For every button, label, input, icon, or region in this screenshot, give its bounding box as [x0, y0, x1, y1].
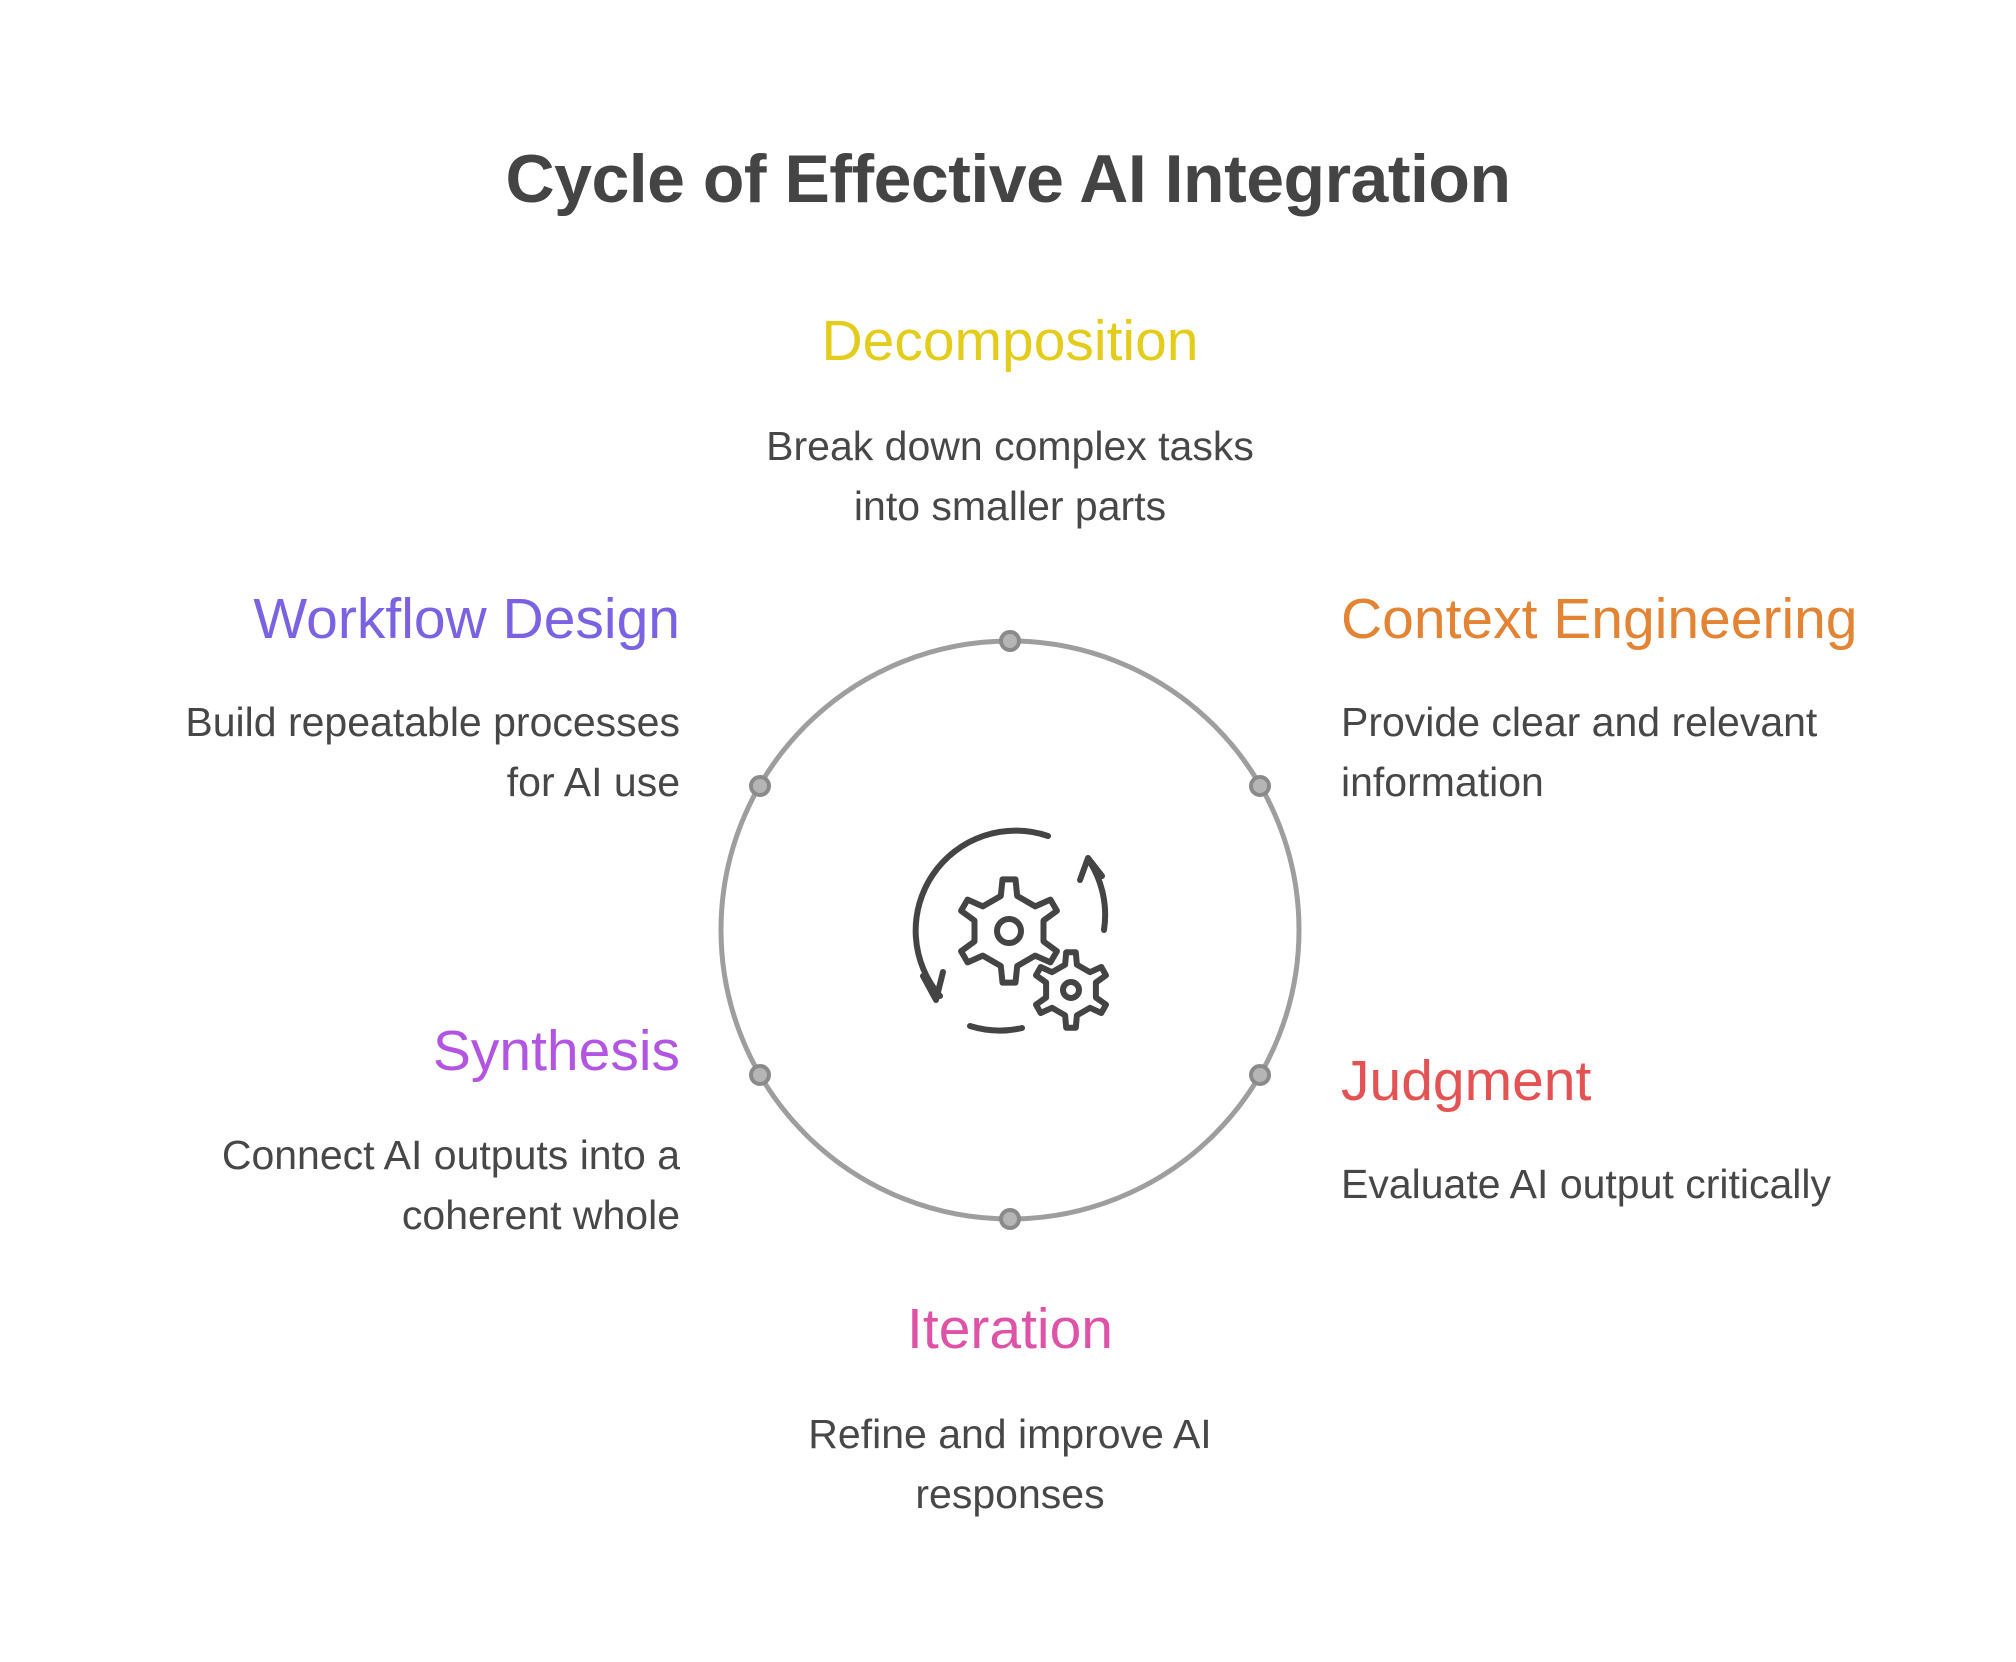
- stage-desc-decomposition: Break down complex tasks into smaller pa…: [660, 416, 1360, 536]
- cycle-node-workflow-design: [749, 775, 771, 797]
- desc-line: coherent whole: [401, 1192, 680, 1238]
- desc-line: information: [1341, 759, 1544, 805]
- stage-title-context-engineering: Context Engineering: [1341, 587, 1858, 651]
- desc-line: Connect AI outputs into a: [221, 1132, 680, 1178]
- stage-desc-workflow-design: Build repeatable processes for AI use: [60, 692, 680, 812]
- desc-line: Build repeatable processes: [185, 699, 680, 745]
- stage-title-synthesis: Synthesis: [432, 1019, 680, 1083]
- cycle-node-context-engineering: [1249, 775, 1271, 797]
- cycle-node-judgment: [1249, 1064, 1271, 1086]
- desc-line: Break down complex tasks: [766, 423, 1254, 469]
- stage-desc-context-engineering: Provide clear and relevant information: [1341, 692, 1961, 812]
- desc-line: responses: [915, 1471, 1105, 1517]
- stage-desc-judgment: Evaluate AI output critically: [1341, 1154, 1981, 1214]
- stage-desc-synthesis: Connect AI outputs into a coherent whole: [60, 1125, 680, 1245]
- cycle-node-iteration: [999, 1208, 1021, 1230]
- stage-title-iteration: Iteration: [907, 1297, 1113, 1361]
- desc-line: into smaller parts: [853, 483, 1167, 529]
- desc-line: Evaluate AI output critically: [1341, 1161, 1831, 1207]
- desc-line: Refine and improve AI: [808, 1411, 1212, 1457]
- stage-title-judgment: Judgment: [1341, 1049, 1592, 1113]
- cycle-ring: [718, 638, 1302, 1222]
- gears-cycle-icon: [912, 827, 1109, 1034]
- cycle-node-decomposition: [999, 630, 1021, 652]
- desc-line: Provide clear and relevant: [1341, 699, 1818, 745]
- cycle-node-synthesis: [749, 1064, 771, 1086]
- desc-line: for AI use: [506, 759, 680, 805]
- diagram-title: Cycle of Effective AI Integration: [505, 141, 1511, 217]
- stage-title-decomposition: Decomposition: [821, 309, 1199, 373]
- stage-desc-iteration: Refine and improve AI responses: [660, 1404, 1360, 1524]
- stage-title-workflow-design: Workflow Design: [253, 587, 680, 651]
